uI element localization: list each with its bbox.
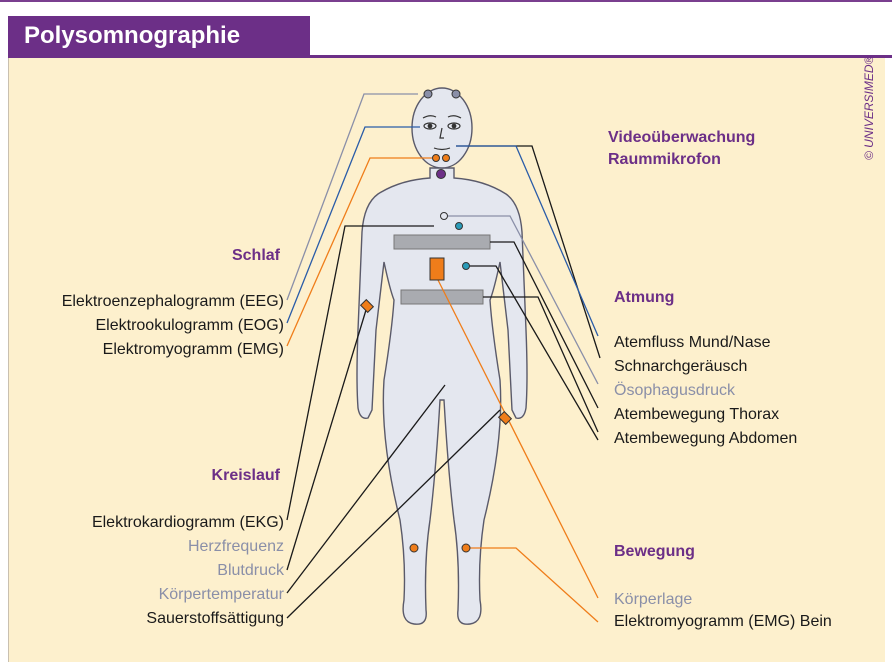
figure-head [412, 88, 472, 168]
group-header-mikrofon: Raummikrofon [608, 150, 721, 170]
group-header-bewegung: Bewegung [614, 542, 695, 562]
ekg-electrode [456, 223, 463, 230]
label-atemfluss: Atemfluss Mund/Nase [614, 333, 771, 353]
ekg-electrode [463, 263, 470, 270]
label-koerperlage: Körperlage [614, 590, 692, 610]
human-figure [357, 88, 527, 624]
label-atembewegung-abdomen: Atembewegung Abdomen [614, 429, 797, 449]
abdomen-belt [401, 290, 483, 304]
position-sensor [430, 258, 444, 280]
label-sauerstoff: Sauerstoffsättigung [146, 609, 284, 629]
label-atembewegung-thorax: Atembewegung Thorax [614, 405, 779, 425]
label-blutdruck: Blutdruck [217, 561, 284, 581]
group-header-atmung: Atmung [614, 288, 674, 308]
label-schnarchgeraeusch: Schnarchgeräusch [614, 357, 747, 377]
leg-emg-electrode [410, 544, 418, 552]
emg-electrode [443, 155, 450, 162]
label-emg: Elektromyogramm (EMG) [103, 340, 284, 360]
label-emg-bein: Elektromyogramm (EMG) Bein [614, 612, 832, 632]
group-header-kreislauf: Kreislauf [212, 466, 280, 486]
label-eeg: Elektroenzephalogramm (EEG) [62, 292, 284, 312]
chin-electrode [437, 170, 446, 179]
group-header-schlaf: Schlaf [232, 246, 280, 266]
group-header-video: Videoüberwachung [608, 128, 755, 148]
oesophagus-sensor [441, 213, 448, 220]
eeg-electrode [452, 90, 460, 98]
leg-emg-electrode [462, 544, 470, 552]
line-arm-temp [287, 310, 366, 570]
label-oesophagusdruck: Ösophagusdruck [614, 381, 735, 401]
label-koerpertemperatur: Körpertemperatur [159, 585, 284, 605]
eeg-electrode [424, 90, 432, 98]
copyright-notice: © UNIVERSIMED® [862, 56, 876, 160]
label-ekg: Elektrokardiogramm (EKG) [92, 513, 284, 533]
label-eog: Elektrookulogramm (EOG) [96, 316, 285, 336]
emg-electrode [433, 155, 440, 162]
thorax-belt [394, 235, 490, 249]
label-herzfrequenz: Herzfrequenz [188, 537, 284, 557]
